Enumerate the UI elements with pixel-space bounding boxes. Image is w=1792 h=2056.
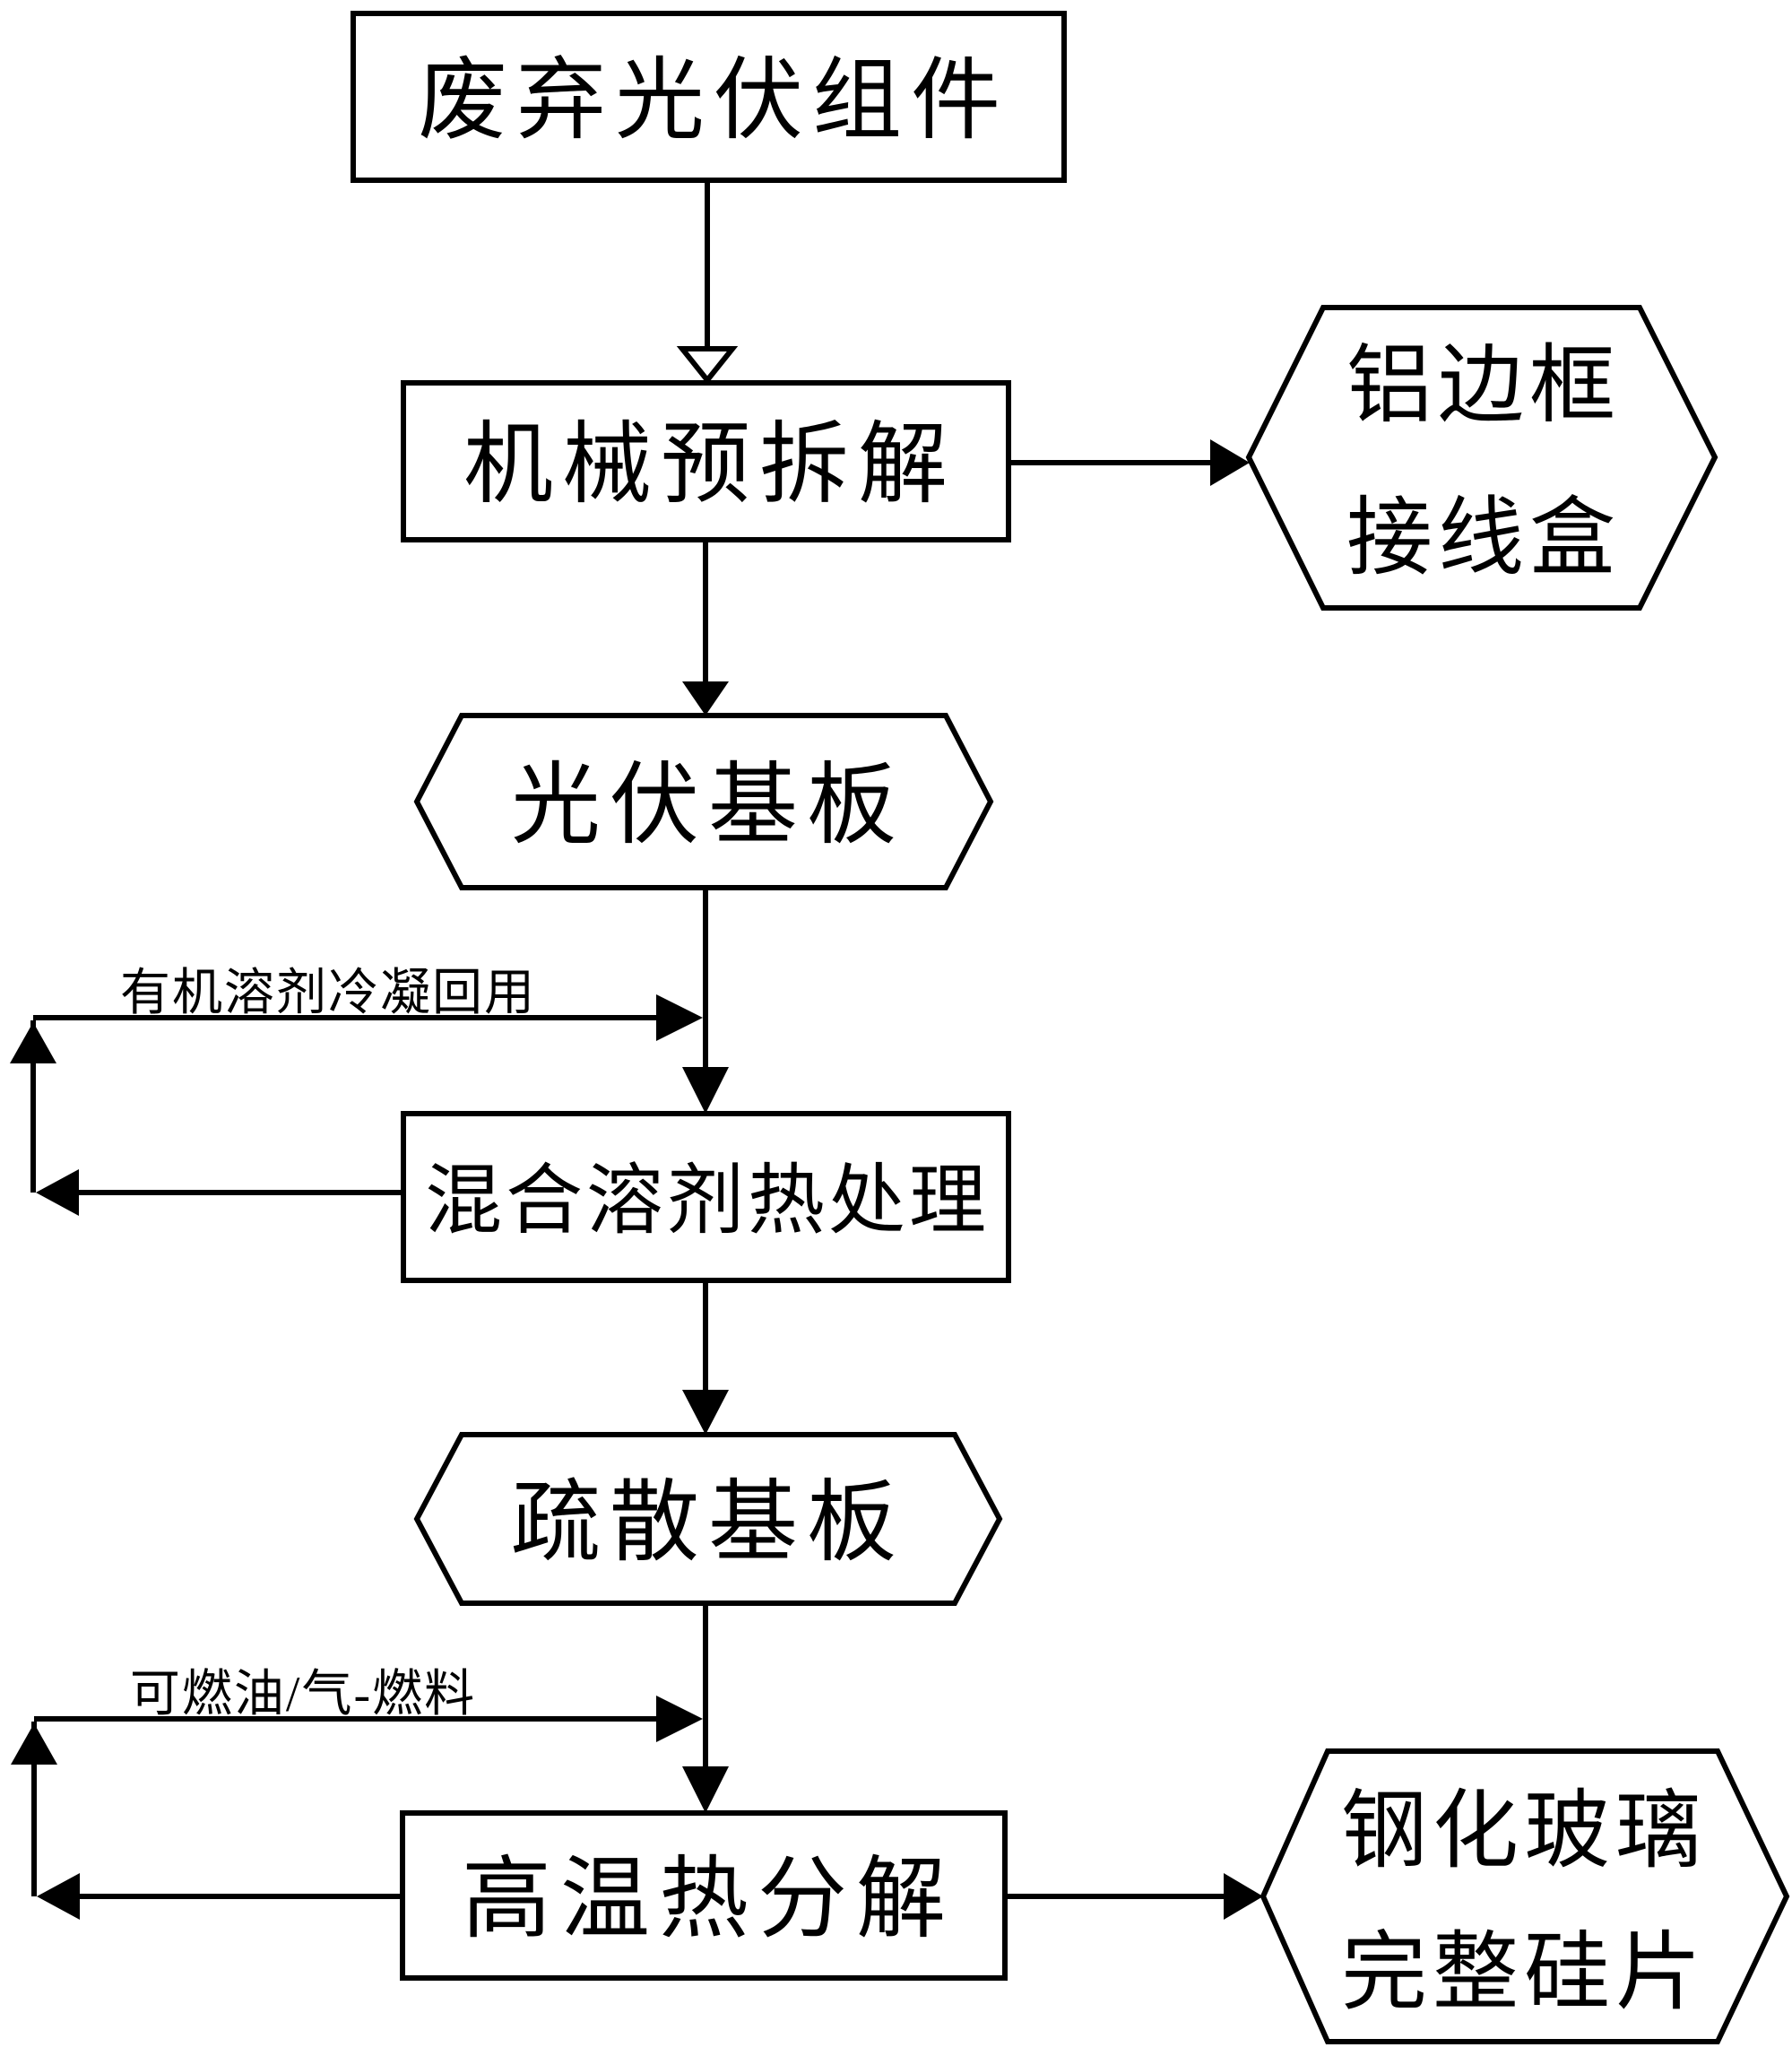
loop-combustible-fuel: 可燃油/气-燃料 [11, 1667, 703, 1920]
junction-box-label: 接线盒 [1346, 490, 1621, 586]
waste-pv-modules-label: 废弃光伏组件 [418, 51, 1009, 151]
pv-substrate-hexagon [413, 713, 994, 890]
loosened-substrate-label: 疏散基板 [511, 1473, 905, 1573]
combustible-fuel-label: 可燃油/气-燃料 [130, 1667, 476, 1722]
filled-arrowhead-down-icon [682, 1766, 729, 1813]
arrow-mechanical-to-aluminum-frame [1009, 439, 1250, 486]
node-tempered-glass-intact-wafer: 钢化玻璃 完整硅片 [1260, 1748, 1790, 2044]
node-waste-pv-modules: 废弃光伏组件 [351, 11, 1067, 183]
intact-wafer-label: 完整硅片 [1341, 1925, 1707, 2021]
filled-arrowhead-right-icon [656, 1696, 703, 1742]
filled-arrowhead-left-icon [36, 1169, 79, 1216]
mechanical-pre-disassembly-label: 机械预拆解 [463, 415, 957, 515]
filled-arrowhead-left-icon [37, 1873, 80, 1920]
loop-organic-solvent-recycle: 有机溶剂冷凝回用 [10, 966, 703, 1216]
filled-arrowhead-right-icon [1224, 1873, 1263, 1920]
arrow-mechanical-to-pv-substrate [682, 540, 729, 716]
filled-arrowhead-right-icon [1210, 439, 1250, 486]
arrow-solvent-treatment-to-loosened-substrate [682, 1280, 729, 1435]
tempered-glass-intact-wafer-hexagon [1260, 1748, 1790, 2044]
waste-pv-modules-box [351, 11, 1067, 183]
organic-solvent-recycle-label: 有机溶剂冷凝回用 [120, 966, 536, 1021]
filled-arrowhead-down-icon [682, 1067, 729, 1114]
filled-arrowhead-right-icon [656, 994, 703, 1041]
mechanical-pre-disassembly-box [401, 380, 1011, 542]
high-temperature-pyrolysis-box [400, 1810, 1008, 1981]
node-mixed-solvent-heat-treatment: 混合溶剂热处理 [401, 1111, 1011, 1283]
loosened-substrate-hexagon [413, 1432, 1003, 1606]
filled-arrowhead-down-icon [682, 1390, 729, 1435]
filled-arrowhead-down-icon [682, 681, 729, 716]
arrow-waste-to-mechanical [676, 180, 739, 385]
aluminum-frame-junction-box-hexagon [1245, 305, 1718, 611]
node-high-temperature-pyrolysis: 高温热分解 [400, 1810, 1008, 1981]
hollow-arrowhead-down-icon [676, 346, 739, 385]
arrow-pv-substrate-to-solvent-treatment [682, 888, 729, 1114]
tempered-glass-label: 钢化玻璃 [1341, 1783, 1707, 1879]
high-temperature-pyrolysis-label: 高温热分解 [462, 1850, 955, 1949]
aluminum-frame-label: 铝边框 [1346, 338, 1621, 434]
mixed-solvent-heat-treatment-label: 混合溶剂热处理 [425, 1158, 990, 1244]
node-loosened-substrate: 疏散基板 [413, 1432, 1003, 1606]
arrow-loosened-substrate-to-pyrolysis [682, 1603, 729, 1813]
node-aluminum-frame-junction-box: 铝边框 接线盒 [1245, 305, 1718, 611]
node-pv-substrate: 光伏基板 [413, 713, 994, 890]
pv-substrate-label: 光伏基板 [511, 756, 905, 855]
node-mechanical-pre-disassembly: 机械预拆解 [401, 380, 1011, 542]
mixed-solvent-heat-treatment-box [401, 1111, 1011, 1283]
arrow-pyrolysis-to-tempered-glass [1005, 1873, 1263, 1920]
